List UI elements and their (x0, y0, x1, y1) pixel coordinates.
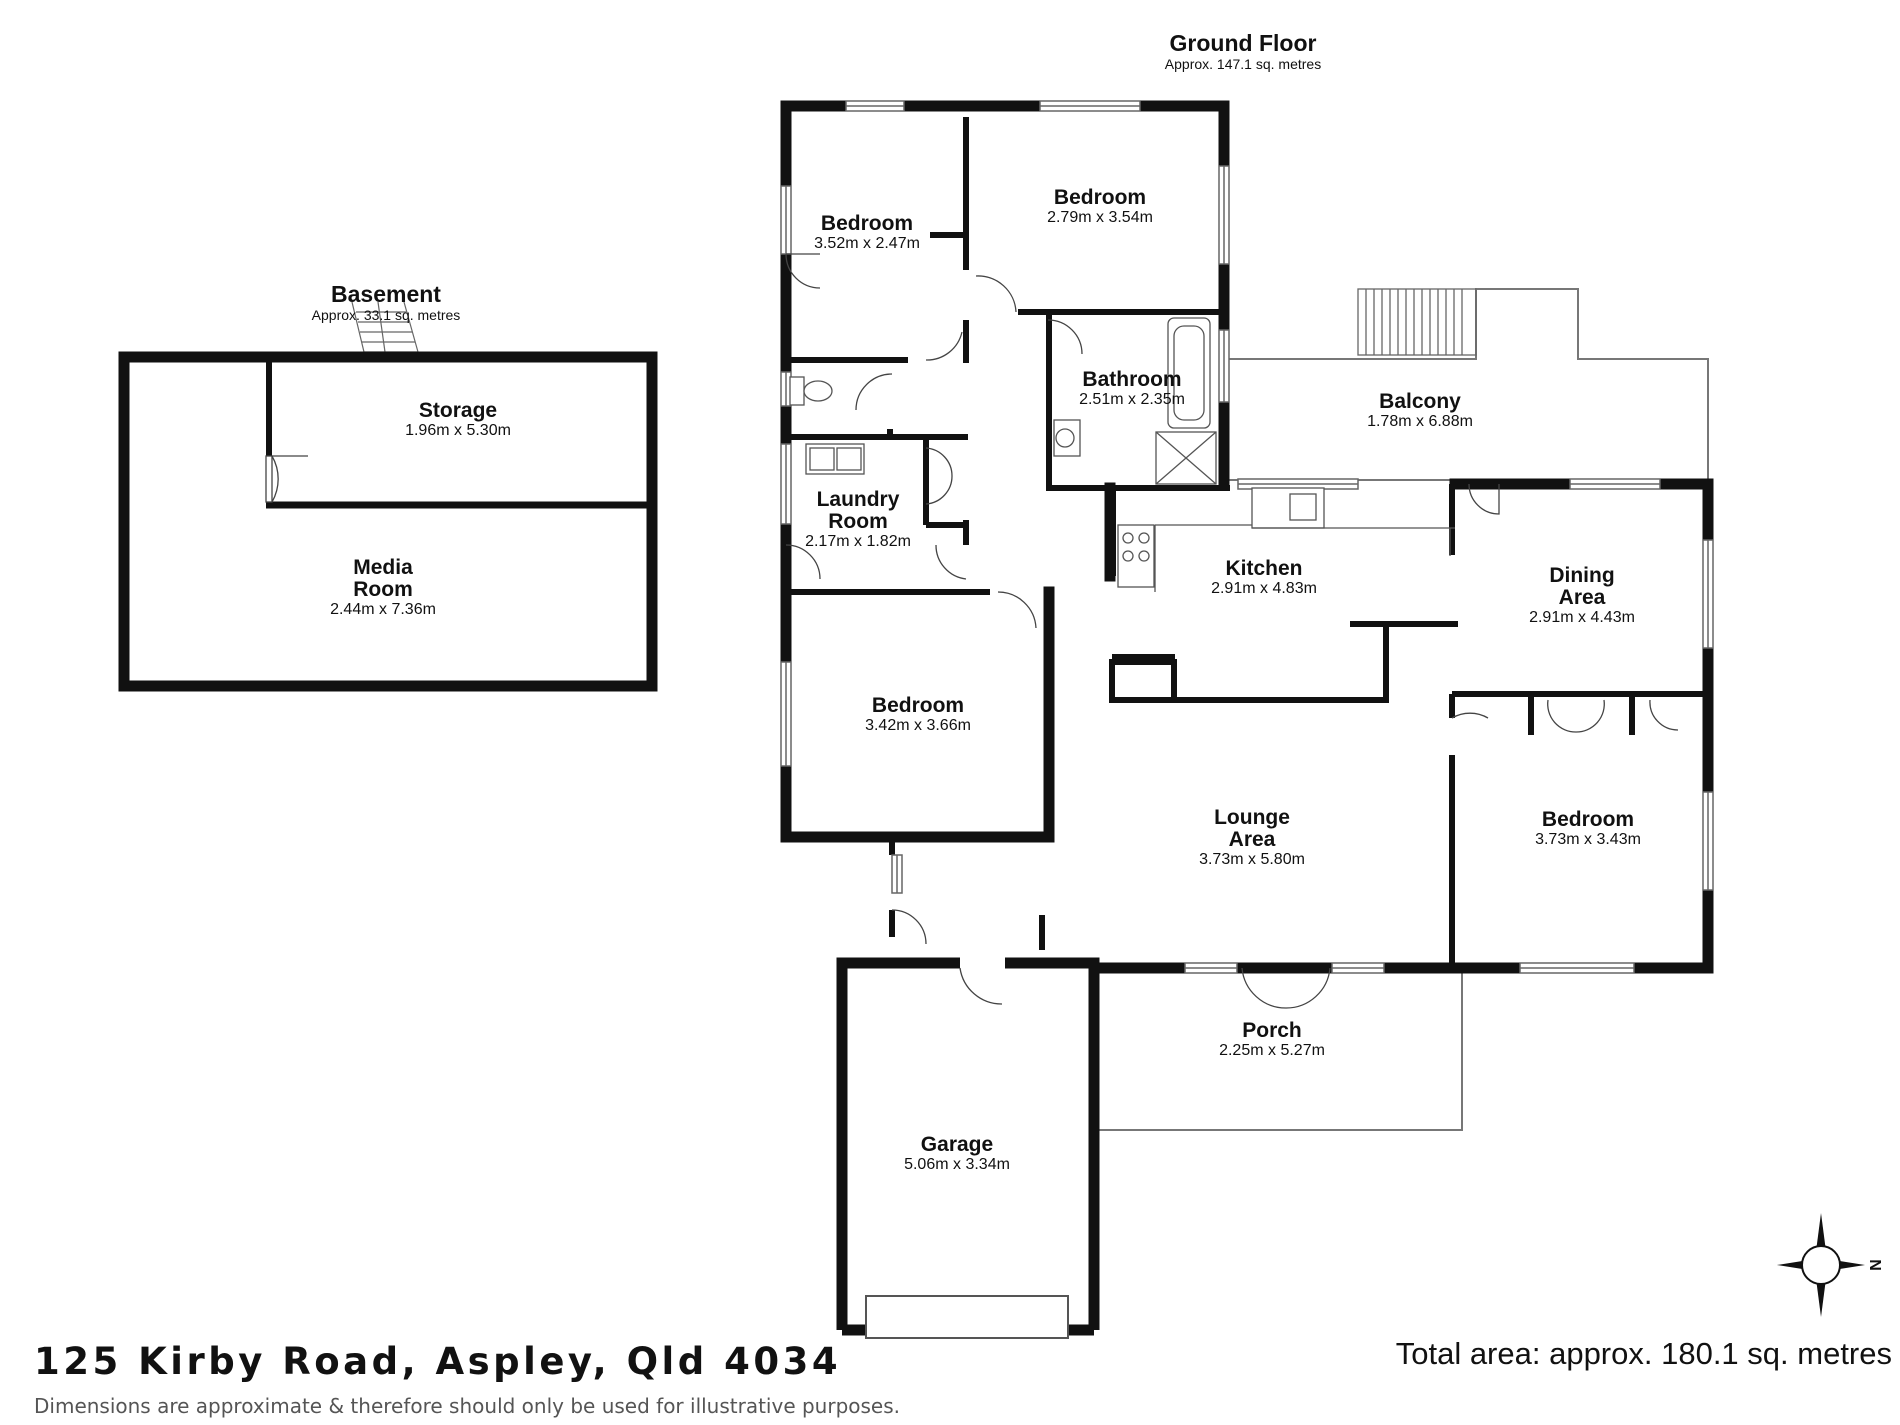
room-garage: Garage 5.06m x 3.34m (904, 1134, 1010, 1174)
room-name: Media (353, 556, 413, 579)
garage-door (865, 1295, 1069, 1339)
room-dims: 2.17m x 1.82m (805, 533, 911, 550)
room-name-2: Area (1228, 828, 1276, 851)
balcony-outline (1227, 288, 1709, 482)
room-kitchen: Kitchen 2.91m x 4.83m (1211, 558, 1317, 598)
room-name-2: Area (1558, 586, 1606, 609)
room-name: Storage (418, 399, 498, 422)
windows (780, 100, 1714, 974)
room-name: Balcony (1379, 390, 1461, 413)
ground-floor-label: Ground Floor Approx. 147.1 sq. metres (1165, 30, 1321, 72)
room-dining: Dining Area 2.91m x 4.43m (1529, 565, 1635, 627)
room-dims: 2.44m x 7.36m (330, 601, 436, 618)
room-laundry: Laundry Room 2.17m x 1.82m (805, 489, 911, 551)
room-name-2: Room (353, 578, 413, 601)
room-dims: 2.79m x 3.54m (1047, 209, 1153, 226)
room-name: Bedroom (820, 212, 914, 235)
compass-label: N (1866, 1259, 1883, 1271)
room-dims: 1.96m x 5.30m (405, 422, 511, 439)
ground-floor-title: Ground Floor (1169, 30, 1317, 56)
basement-plan (118, 301, 658, 692)
room-dims: 3.52m x 2.47m (814, 235, 920, 252)
room-dims: 2.91m x 4.83m (1211, 580, 1317, 597)
room-name: Bedroom (1053, 186, 1147, 209)
fixtures (789, 317, 1455, 592)
basement-outer-wall (118, 351, 658, 692)
room-name: Garage (920, 1133, 994, 1156)
garage-walls (836, 957, 1100, 1336)
room-media: Media Room 2.44m x 7.36m (330, 557, 436, 619)
interior-walls (786, 117, 1708, 968)
room-dims: 2.51m x 2.35m (1079, 391, 1185, 408)
room-bathroom: Bathroom 2.51m x 2.35m (1079, 369, 1185, 409)
room-dims: 2.25m x 5.27m (1219, 1042, 1325, 1059)
total-area: Total area: approx. 180.1 sq. metres (1395, 1336, 1892, 1371)
property-address: 125 Kirby Road, Aspley, Qld 4034 (34, 1340, 842, 1383)
doors (785, 253, 1679, 1009)
room-name: Lounge (1214, 806, 1290, 829)
room-dims: 3.42m x 3.66m (865, 717, 971, 734)
room-balcony: Balcony 1.78m x 6.88m (1367, 391, 1473, 431)
compass-rose (1777, 1213, 1865, 1317)
basement-label: Basement Approx. 33.1 sq. metres (312, 281, 461, 323)
room-name: Laundry (816, 488, 900, 511)
room-bedroom-w: Bedroom 3.42m x 3.66m (865, 695, 971, 735)
room-name: Kitchen (1225, 557, 1303, 580)
basement-area: Approx. 33.1 sq. metres (311, 307, 461, 323)
room-dims: 3.73m x 3.43m (1535, 831, 1641, 848)
room-dims: 2.91m x 4.43m (1529, 609, 1635, 626)
room-name-2: Room (828, 510, 888, 533)
disclaimer-text: Dimensions are approximate & therefore s… (34, 1394, 901, 1418)
room-bedroom-n: Bedroom 2.79m x 3.54m (1047, 187, 1153, 227)
room-dims: 1.78m x 6.88m (1367, 413, 1473, 430)
ground-floor-plan (780, 100, 1714, 1339)
room-name: Bedroom (1541, 808, 1635, 831)
room-storage: Storage 1.96m x 5.30m (405, 400, 511, 440)
room-name: Bedroom (871, 694, 965, 717)
ground-floor-area: Approx. 147.1 sq. metres (1164, 56, 1322, 72)
room-dims: 5.06m x 3.34m (904, 1156, 1010, 1173)
room-name: Porch (1242, 1019, 1302, 1042)
room-bedroom-nw: Bedroom 3.52m x 2.47m (814, 213, 920, 253)
balcony-stairs (1357, 288, 1477, 356)
room-name: Bathroom (1082, 368, 1182, 391)
basement-title: Basement (331, 281, 441, 307)
room-dims: 3.73m x 5.80m (1199, 851, 1305, 868)
room-bedroom-e: Bedroom 3.73m x 3.43m (1535, 809, 1641, 849)
room-name: Dining (1549, 564, 1615, 587)
room-lounge: Lounge Area 3.73m x 5.80m (1199, 807, 1305, 869)
storage-door (265, 455, 308, 503)
room-porch: Porch 2.25m x 5.27m (1219, 1020, 1325, 1060)
